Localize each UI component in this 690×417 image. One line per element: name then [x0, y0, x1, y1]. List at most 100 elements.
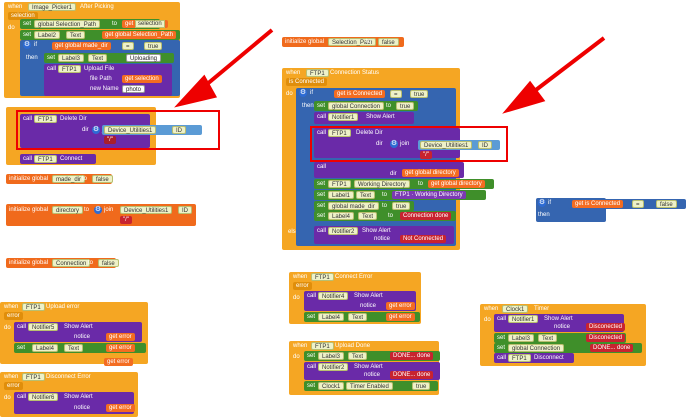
device-utilities-id[interactable]: Device_Utilities1 ID [418, 140, 500, 150]
set-global-connection[interactable]: set global Connection to true [314, 101, 418, 111]
set-label4-text[interactable]: set Label4 Text get error [304, 312, 420, 322]
prop-dropdown[interactable]: ID [178, 206, 192, 214]
true-value[interactable]: true [392, 202, 411, 210]
comp-dropdown[interactable]: Label3 [58, 54, 85, 62]
prop-dropdown[interactable]: Text [348, 352, 368, 360]
component-dropdown[interactable]: FTP1 [311, 342, 334, 350]
comp-dropdown[interactable]: Label2 [34, 31, 61, 39]
component-dropdown[interactable]: FTP1 [311, 273, 334, 281]
var-name[interactable]: Connection [52, 259, 91, 267]
text-done[interactable]: DONE... done [590, 344, 634, 352]
get-global-directory[interactable]: get global directory [428, 180, 485, 188]
var-dropdown[interactable]: global Connection [328, 102, 385, 110]
call-ftp-disconnect[interactable]: call FTP1 Disconnect [494, 353, 574, 363]
prop-dropdown[interactable]: Text [538, 334, 558, 342]
get-error[interactable]: get error [386, 313, 415, 321]
text-disconected[interactable]: Disconected [586, 323, 626, 331]
set-label3-text[interactable]: set Label3 Text Uploading [44, 53, 174, 63]
operator-dropdown[interactable]: = [390, 90, 402, 98]
operator-dropdown[interactable]: = [632, 200, 644, 208]
var-name[interactable]: made_dir [52, 175, 86, 183]
init-connection[interactable]: initialize global Connection to false [6, 258, 119, 268]
compare-block[interactable]: get is Connected = false [568, 199, 686, 209]
text-uploading[interactable]: Uploading [126, 54, 162, 62]
component-dropdown[interactable]: Image_Picker1 [28, 3, 77, 11]
component-dropdown[interactable]: Clock1 [502, 305, 529, 313]
value-false[interactable]: false [378, 38, 399, 46]
text-slash[interactable]: "/" [104, 136, 116, 144]
comp-dropdown[interactable]: Label3 [318, 352, 345, 360]
var-dropdown[interactable]: global made_dir [328, 202, 379, 210]
text-not-connected[interactable]: Not Connected [400, 235, 447, 243]
get-global-directory[interactable]: get global directory [402, 169, 459, 177]
comp-dropdown[interactable]: Label4 [328, 212, 355, 220]
gear-icon[interactable]: ⚙ [23, 41, 31, 49]
call-notifier2-show-alert[interactable]: call Notifier2 Show Alert notice DONE...… [304, 362, 440, 380]
text-photo[interactable]: photo [122, 85, 146, 93]
call-ftp-connect[interactable]: call FTP1 Connect [20, 154, 96, 164]
init-made-dir[interactable]: initialize global made_dir to false [6, 174, 113, 184]
text-slash[interactable]: "/" [120, 216, 132, 224]
call-ftp-dir[interactable]: call dir get global directory [314, 162, 464, 178]
prop-dropdown[interactable]: ID [478, 141, 492, 149]
comp-dropdown[interactable]: FTP1 [34, 115, 57, 123]
comp-dropdown[interactable]: Clock1 [318, 382, 345, 390]
call-notifier4-show-alert[interactable]: call Notifier4 Show Alert notice get err… [304, 291, 416, 311]
comp-dropdown[interactable]: Label3 [508, 334, 535, 342]
set-global-made-dir[interactable]: set global made_dir to true [314, 201, 414, 211]
text-disconected[interactable]: Disconected [586, 334, 626, 342]
prop-dropdown[interactable]: Working Directory [354, 180, 410, 188]
gear-icon[interactable]: ⚙ [299, 89, 307, 97]
prop-dropdown[interactable]: Text [88, 54, 108, 62]
set-clock1-timer-enabled[interactable]: set Clock1 Timer Enabled true [304, 381, 438, 391]
set-global-connection[interactable]: set global Connection DONE... done [494, 343, 642, 353]
param-error[interactable]: error [4, 382, 23, 390]
comp-dropdown[interactable]: FTP1 [328, 180, 351, 188]
get-selection[interactable]: get selection [122, 75, 162, 83]
call-notifier5-show-alert[interactable]: call Notifier5 Show Alert notice get err… [14, 322, 142, 342]
text-connection-done[interactable]: Connection done [400, 212, 452, 220]
compare-block[interactable]: get global made_dir = true [48, 41, 168, 51]
comp-dropdown[interactable]: Notifier6 [28, 393, 59, 401]
set-label4-text[interactable]: set Label4 Text to Connection done [314, 211, 456, 221]
prop-dropdown[interactable]: Timer Enabled [346, 382, 393, 390]
param-selection[interactable]: selection [8, 12, 38, 20]
value-false[interactable]: false [98, 259, 119, 267]
operator-dropdown[interactable]: = [122, 42, 134, 50]
comp-dropdown[interactable]: FTP1 [508, 354, 531, 362]
comp-dropdown[interactable]: Device_Utilities1 [420, 141, 473, 149]
get-made-dir[interactable]: get global made_dir [52, 42, 111, 50]
call-notifier2-show-alert[interactable]: call Notifier2 Show Alert notice Not Con… [314, 226, 454, 244]
set-label3-text[interactable]: set Label3 Text DONE... done [304, 351, 440, 361]
comp-dropdown[interactable]: FTP1 [58, 65, 81, 73]
get-var[interactable]: get global Selection_Path [102, 31, 177, 39]
call-notifier1-show-alert[interactable]: call Notifier1 Show Alert [314, 112, 414, 124]
gear-icon[interactable]: ⚙ [94, 206, 102, 214]
prop-dropdown[interactable]: Text [356, 191, 376, 199]
gear-icon[interactable]: ⚙ [92, 126, 100, 134]
ftp-working-directory[interactable]: FTP1 · Working Directory [392, 191, 466, 199]
comp-dropdown[interactable]: FTP1 [34, 155, 57, 163]
get-selection[interactable]: get selection [122, 20, 168, 28]
param-error[interactable]: error [293, 282, 312, 290]
comp-dropdown[interactable]: Label4 [318, 313, 345, 321]
call-ftp-upload-file[interactable]: call FTP1 Upload File file Path get sele… [44, 64, 172, 96]
prop-dropdown[interactable]: Text [358, 212, 378, 220]
true-value[interactable]: true [412, 382, 431, 390]
set-ftp-working-directory[interactable]: set FTP1 Working Directory to get global… [314, 179, 494, 189]
comp-dropdown[interactable]: Notifier1 [508, 315, 539, 323]
device-utilities-id[interactable]: Device_Utilities1 ID [102, 125, 202, 135]
true-value[interactable]: true [410, 90, 429, 98]
text-done[interactable]: DONE... done [390, 352, 434, 360]
get-error[interactable]: get error [106, 404, 135, 412]
param-error[interactable]: error [4, 312, 23, 320]
set-label3-text[interactable]: set Label3 Text Disconected [494, 333, 626, 343]
comp-dropdown[interactable]: Notifier2 [318, 363, 349, 371]
var-dropdown[interactable]: global Connection [508, 344, 565, 352]
comp-dropdown[interactable]: Notifier4 [318, 292, 349, 300]
text-slash[interactable]: "/" [420, 151, 432, 159]
component-dropdown[interactable]: FTP1 [22, 373, 45, 381]
call-ftp-delete-dir[interactable]: call FTP1 Delete Dir dir ⚙ join [314, 128, 460, 158]
comp-dropdown[interactable]: FTP1 [328, 129, 351, 137]
comp-dropdown[interactable]: Label1 [328, 191, 355, 199]
